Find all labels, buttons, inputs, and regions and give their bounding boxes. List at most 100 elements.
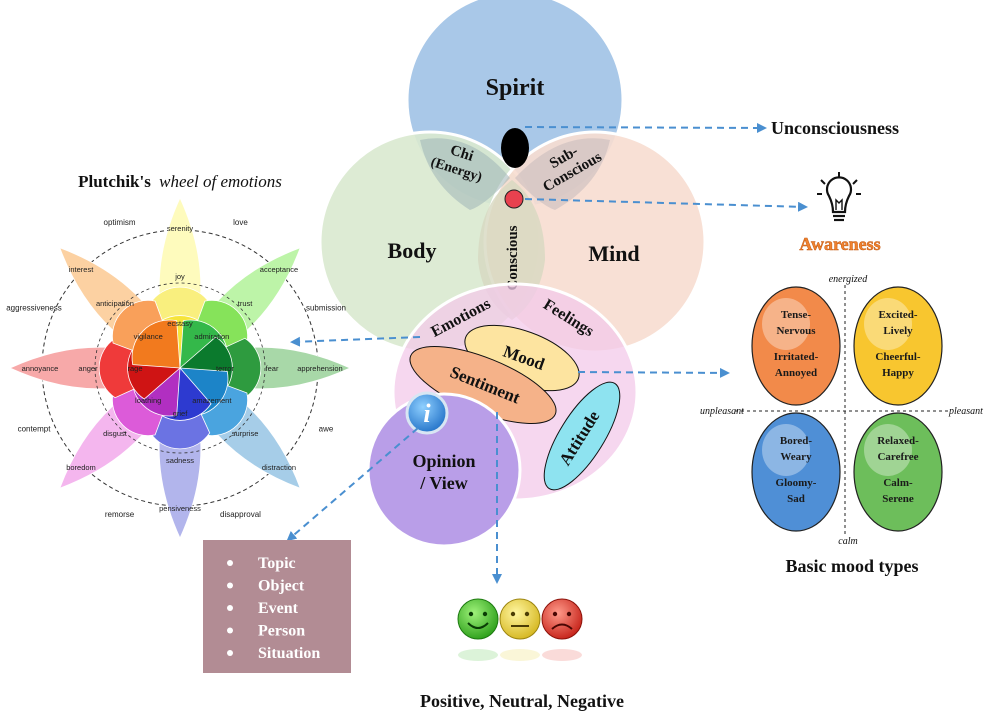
emotion-label-vigilance: vigilance	[134, 332, 163, 341]
bullet-icon	[227, 605, 233, 611]
petal-anticipation	[59, 247, 181, 369]
dyad-label-disapproval: disapproval	[220, 510, 261, 519]
opinion-view-label: / View	[419, 473, 468, 493]
positive-face-icon	[457, 598, 499, 661]
emotion-label-loathing: loathing	[135, 396, 161, 405]
emotion-label-disgust: disgust	[103, 429, 128, 438]
target-item-person: Person	[258, 623, 305, 640]
dyad-label-awe: awe	[319, 424, 334, 433]
bullet-icon	[227, 560, 233, 566]
svg-text:i: i	[423, 399, 431, 428]
dyad-label-love: love	[233, 218, 248, 227]
emotion-label-acceptance: acceptance	[260, 265, 298, 274]
mood-word: Happy	[882, 367, 914, 379]
emotion-label-terror: terror	[216, 364, 234, 373]
emotion-label-fear: fear	[266, 364, 279, 373]
emotion-label-distraction: distraction	[262, 463, 296, 472]
emotion-label-trust: trust	[238, 299, 254, 308]
mood-word: Carefree	[877, 451, 918, 463]
mood-word: Cheerful-	[875, 351, 921, 363]
dyad-label-aggressiveness: aggressiveness	[6, 304, 62, 313]
unconscious-dot	[501, 128, 529, 168]
emotion-label-annoyance: annoyance	[22, 364, 59, 373]
awareness-label: Awareness	[799, 234, 880, 254]
petals-layer: serenity joy ecstasy acceptance trust admirat…	[9, 197, 351, 539]
emotion-label-interest: interest	[69, 265, 95, 274]
attitude-oval	[543, 381, 621, 491]
mood-word: Irritated-	[774, 351, 819, 363]
emotion-label-amazement: amazement	[192, 396, 232, 405]
mood-word: Weary	[780, 451, 812, 463]
emotion-label-admiration: admiration	[194, 332, 229, 341]
mind-label: Mind	[588, 241, 639, 266]
opinion-to-targets-arrow	[286, 427, 419, 542]
axis-pleasant-label: pleasant	[948, 406, 983, 417]
bullet-icon	[227, 650, 233, 656]
negative-face-icon	[541, 598, 583, 661]
emotion-label-apprehension: apprehension	[297, 364, 342, 373]
unconsciousness-arrow	[524, 122, 767, 133]
emotion-label-grief: grief	[173, 409, 189, 418]
affect-group: Emotions Feelings Mood Sentiment Attitud…	[286, 282, 730, 584]
bullet-icon	[227, 627, 233, 634]
target-item-situation: Situation	[258, 645, 320, 662]
emotion-label-joy: joy	[174, 272, 185, 281]
lightbulb-icon	[817, 172, 861, 222]
mood-word: Lively	[883, 325, 913, 337]
emotion-label-anger: anger	[78, 364, 98, 373]
axis-unpleasant-label: unpleasant	[700, 406, 744, 417]
chi-overlap	[420, 138, 510, 210]
dyads-layer: love submission awe disapproval remorse conte…	[6, 218, 346, 519]
mood-word: Relaxed-	[877, 435, 919, 447]
unconsciousness-label: Unconsciousness	[771, 118, 899, 138]
emotion-label-anticipation: anticipation	[96, 299, 134, 308]
mood-word: Nervous	[776, 325, 816, 337]
wheel-inner-ring	[94, 282, 266, 454]
mood-word: Serene	[882, 493, 914, 505]
dyad-label-remorse: remorse	[105, 510, 135, 519]
dyad-label-optimism: optimism	[104, 218, 136, 227]
subconscious-overlap	[515, 138, 610, 210]
neutral-face-icon	[499, 598, 541, 661]
mood-word: Gloomy-	[776, 477, 817, 489]
mood-types-caption: Basic mood types	[785, 556, 918, 576]
mood-word: Tense-	[781, 309, 811, 321]
dyad-label-contempt: contempt	[18, 424, 52, 433]
info-icon: i	[405, 391, 449, 435]
body-label: Body	[388, 238, 437, 263]
emotions-to-wheel-arrow	[290, 336, 421, 347]
plutchik-title-bold: Plutchik's	[78, 172, 151, 191]
emotion-label-ecstasy: ecstasy	[167, 319, 193, 328]
emotion-label-serenity: serenity	[167, 224, 194, 233]
target-item-event: Event	[258, 600, 299, 617]
mood-word: Annoyed	[775, 367, 817, 379]
sentiment-faces: Positive, Neutral, Negative	[420, 598, 624, 711]
petal-band-inner	[131, 319, 181, 369]
plutchik-title: Plutchik's wheel of emotions	[78, 172, 282, 191]
plutchik-wheel: Plutchik's wheel of emotions serenity joy…	[6, 172, 351, 539]
mood-to-types-arrow	[577, 367, 730, 378]
conscious-label: Conscious	[505, 225, 521, 290]
target-item-topic: Topic	[258, 555, 296, 572]
emotion-label-boredom: boredom	[66, 463, 96, 472]
emotion-label-pensiveness: pensiveness	[159, 504, 201, 513]
axis-calm-label: calm	[838, 536, 857, 547]
sentiment-caption: Positive, Neutral, Negative	[420, 691, 624, 711]
target-item-object: Object	[258, 578, 305, 595]
bullet-icon	[227, 582, 233, 589]
mood-word: Calm-	[883, 477, 913, 489]
plutchik-title-italic: wheel of emotions	[159, 172, 282, 191]
chi-label: Chi	[448, 142, 475, 164]
emotion-label-surprise: surprise	[232, 429, 259, 438]
opinion-label: Opinion	[412, 451, 475, 471]
mood-word: Excited-	[878, 309, 917, 321]
dyad-label-submission: submission	[306, 304, 346, 313]
conscious-dot	[504, 189, 524, 209]
